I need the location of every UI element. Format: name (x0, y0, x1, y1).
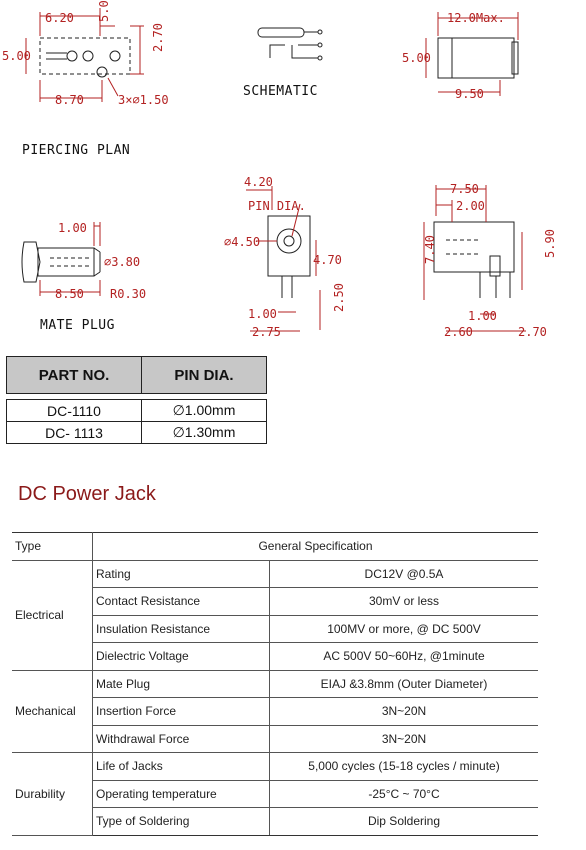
table-row: Contact Resistance 30mV or less (12, 587, 538, 616)
spec-item: Type of Soldering (92, 807, 270, 836)
dim-label: 1.00 (248, 307, 277, 321)
pin-dia-cell: ∅1.00mm (141, 399, 267, 422)
spec-value: AC 500V 50~60Hz, @1minute (269, 642, 538, 671)
table-row: Dielectric Voltage AC 500V 50~60Hz, @1mi… (12, 642, 538, 671)
front-view: 4.20 PIN DIA. ∅4.50 4.70 1.00 2.50 2.75 (224, 175, 346, 339)
dim-label: 5.00 (97, 0, 111, 22)
table-row: Withdrawal Force 3N~20N (12, 725, 538, 753)
dim-label: 1.00 (468, 309, 497, 323)
dim-label: R0.30 (110, 287, 146, 301)
dim-label: 2.75 (252, 325, 281, 339)
spec-value: DC12V @0.5A (269, 560, 538, 588)
part-no-cell: DC- 1113 (6, 421, 142, 444)
spec-header-row: Type General Specification (12, 532, 538, 561)
piercing-plan-view: 6.20 5.00 5.00 2.70 8.70 3×∅1.50 PIERCIN… (2, 0, 169, 158)
spec-item: Rating (92, 560, 270, 588)
profile-view: 7.50 2.00 7.40 5.90 1.00 2.60 2.70 (423, 182, 557, 339)
table-row: Insulation Resistance 100MV or more, @ D… (12, 615, 538, 643)
table-row: Electrical Rating DC12V @0.5A (12, 560, 538, 671)
dim-label: 8.50 (55, 287, 84, 301)
spec-item: Contact Resistance (92, 587, 270, 616)
side-view: 12.0Max. 5.00 9.50 (402, 11, 519, 101)
type-column-header: Type (12, 532, 93, 561)
dim-label: 5.00 (2, 49, 31, 63)
schematic-title: SCHEMATIC (243, 84, 318, 99)
specification-table: Type General Specification Electrical Ra… (12, 532, 538, 836)
schematic-view: SCHEMATIC (243, 27, 323, 99)
mate-plug-view: 1.00 ∅3.80 8.50 R0.30 MATE PLUG (21, 221, 146, 333)
dim-label: 7.50 (450, 182, 479, 196)
table-row: Operating temperature -25°C ~ 70°C (12, 780, 538, 808)
dim-label: 6.20 (45, 11, 74, 25)
dim-label: 1.00 (58, 221, 87, 235)
dim-label: ∅3.80 (104, 255, 140, 269)
piercing-plan-title: PIERCING PLAN (22, 143, 130, 158)
spec-item: Operating temperature (92, 780, 270, 808)
part-no-cell: DC-1110 (6, 399, 142, 422)
mate-plug-title: MATE PLUG (40, 318, 115, 333)
group-label-electrical: Electrical (12, 560, 93, 671)
spec-value: EIAJ &3.8mm (Outer Diameter) (269, 670, 538, 698)
dim-label: 8.70 (55, 93, 84, 107)
dim-label: 2.60 (444, 325, 473, 339)
spec-value: Dip Soldering (269, 807, 538, 836)
table-row: Type of Soldering Dip Soldering (12, 807, 538, 836)
spec-item: Insertion Force (92, 697, 270, 726)
dim-label: 5.90 (543, 229, 557, 258)
dim-label: ∅4.50 (224, 235, 260, 249)
table-row: Durability Life of Jacks 5,000 cycles (1… (12, 752, 538, 836)
general-spec-column-header: General Specification (92, 532, 538, 561)
pin-dia-cell: ∅1.30mm (141, 421, 267, 444)
part-no-header: PART NO. (6, 356, 142, 394)
dim-label: 4.70 (313, 253, 342, 267)
spec-value: -25°C ~ 70°C (269, 780, 538, 808)
dim-label: 9.50 (455, 87, 484, 101)
table-row: DC- 1113 ∅1.30mm (6, 421, 267, 444)
table-header-row: PART NO. PIN DIA. (6, 356, 267, 394)
table-row: Mechanical Mate Plug EIAJ &3.8mm (Outer … (12, 670, 538, 753)
dim-label: 5.00 (402, 51, 431, 65)
spec-value: 5,000 cycles (15-18 cycles / minute) (269, 752, 538, 781)
spec-value: 30mV or less (269, 587, 538, 616)
group-label-mechanical: Mechanical (12, 670, 93, 753)
dim-label: 2.50 (332, 283, 346, 312)
dim-label: 12.0Max. (447, 11, 505, 25)
dim-label: 2.70 (518, 325, 547, 339)
pin-dia-label: PIN DIA. (248, 199, 306, 213)
technical-drawing: 6.20 5.00 5.00 2.70 8.70 3×∅1.50 PIERCIN… (2, 0, 557, 339)
product-title: DC Power Jack (18, 483, 156, 505)
spec-item: Withdrawal Force (92, 725, 270, 753)
spec-item: Life of Jacks (92, 752, 270, 781)
spec-value: 100MV or more, @ DC 500V (269, 615, 538, 643)
table-row: Insertion Force 3N~20N (12, 697, 538, 726)
spec-item: Dielectric Voltage (92, 642, 270, 671)
group-label-durability: Durability (12, 752, 93, 836)
spec-value: 3N~20N (269, 697, 538, 726)
dim-label: 7.40 (423, 235, 437, 264)
spec-item: Mate Plug (92, 670, 270, 698)
dim-label: 2.00 (456, 199, 485, 213)
spec-value: 3N~20N (269, 725, 538, 753)
dim-label: 2.70 (151, 23, 165, 52)
dim-label: 3×∅1.50 (118, 93, 169, 107)
table-row: DC-1110 ∅1.00mm (6, 399, 267, 422)
part-number-table: PART NO. PIN DIA. DC-1110 ∅1.00mm DC- 11… (6, 356, 267, 444)
spec-item: Insulation Resistance (92, 615, 270, 643)
dim-label: 4.20 (244, 175, 273, 189)
pin-dia-header: PIN DIA. (141, 356, 267, 394)
